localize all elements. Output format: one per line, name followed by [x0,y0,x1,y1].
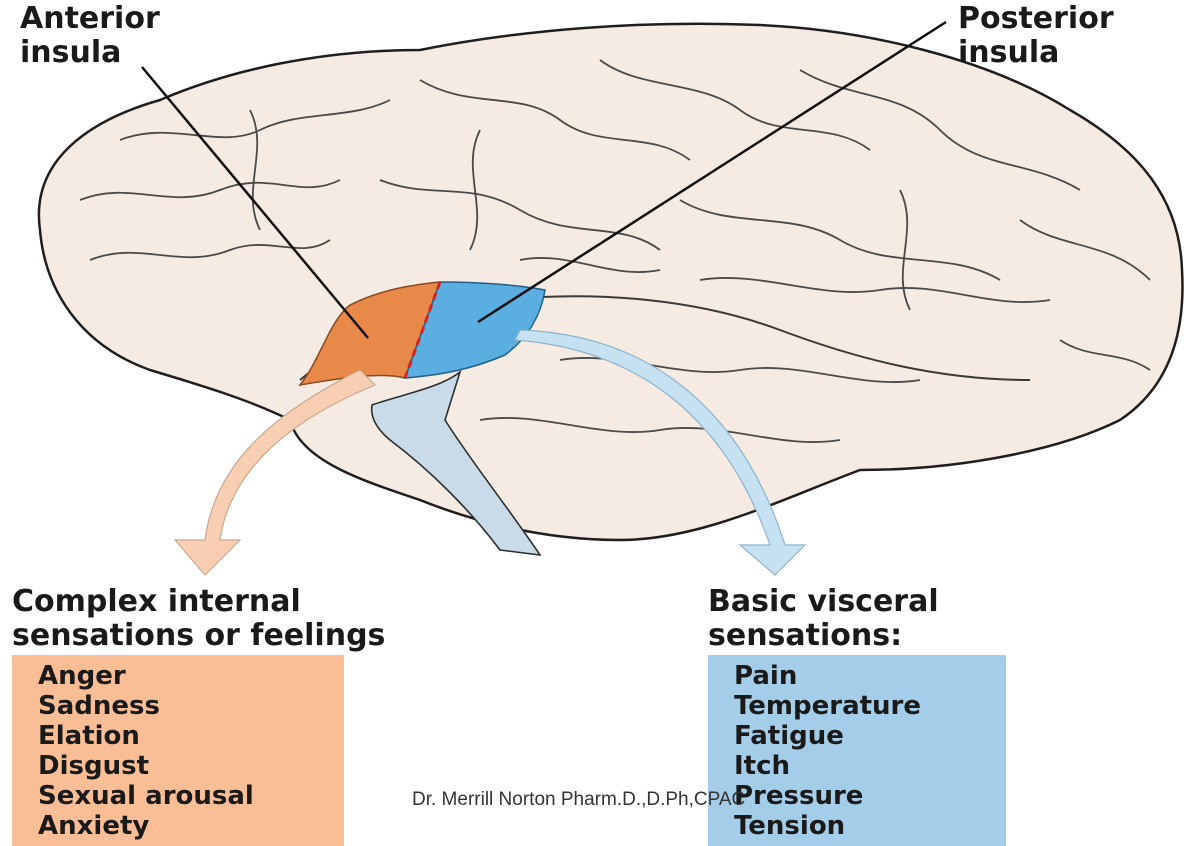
right-heading-line2: sensations: [708,618,902,653]
feelings-list-box: Anger Sadness Elation Disgust Sexual aro… [12,655,344,846]
anterior-insula-label: Anterior insula [20,2,160,69]
basic-sensations-heading: Basic visceral sensations: [708,585,939,652]
list-item: Itch [734,751,1006,781]
list-item: Disgust [38,751,344,781]
list-item: Sexual arousal [38,781,344,811]
list-item: Elation [38,721,344,751]
left-heading-line2: sensations or feelings [12,618,385,653]
author-credit: Dr. Merrill Norton Pharm.D.,D.Ph,CPAC [412,789,745,811]
list-item: Tension [734,811,1006,841]
complex-sensations-heading: Complex internal sensations or feelings [12,585,385,652]
left-heading-line1: Complex internal [12,584,301,619]
list-item: Pressure [734,781,1006,811]
anterior-label-line2: insula [20,35,121,70]
posterior-label-line2: insula [958,35,1059,70]
brain-outline [39,24,1183,540]
visceral-list-box: Pain Temperature Fatigue Itch Pressure T… [708,655,1006,846]
list-item: Anxiety [38,811,344,841]
posterior-label-line1: Posterior [958,1,1114,36]
right-heading-line1: Basic visceral [708,584,939,619]
anterior-label-line1: Anterior [20,1,160,36]
list-item: Anger [38,661,344,691]
list-item: Pain [734,661,1006,691]
posterior-insula-label: Posterior insula [958,2,1114,69]
list-item: Fatigue [734,721,1006,751]
list-item: Sadness [38,691,344,721]
list-item: Temperature [734,691,1006,721]
